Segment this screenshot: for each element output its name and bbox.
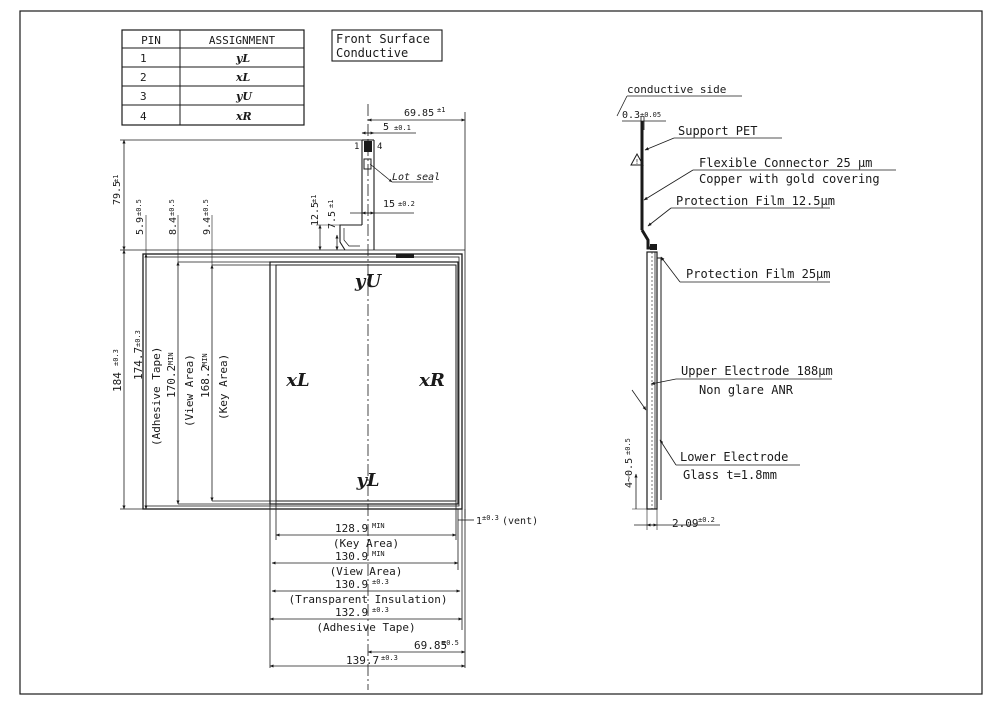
tail-pin-1: 1 bbox=[354, 142, 359, 152]
dim-tail-neck: 15 bbox=[383, 199, 395, 210]
dim-key-w: 128.9 bbox=[335, 522, 368, 535]
dim-height-total: 184 bbox=[111, 372, 124, 392]
dim-adhesive-w: 132.9 bbox=[335, 606, 368, 619]
edge-dim-tol: ±0.5 bbox=[624, 438, 632, 455]
tail-pin-4: 4 bbox=[377, 142, 382, 152]
panel-label-top: yU bbox=[354, 271, 382, 292]
front-view: yU xL xR yL RH-000 1 4 Lot seal 69.85 ±1… bbox=[111, 104, 538, 690]
dim-vent-tol: ±0.3 bbox=[482, 514, 499, 522]
panel-outer bbox=[142, 253, 463, 510]
view-area bbox=[269, 261, 459, 505]
table-assign-4: xR bbox=[235, 110, 252, 123]
upper-electrode-line-1: Upper Electrode 188μm bbox=[681, 364, 833, 378]
note-line-2: Conductive bbox=[336, 46, 408, 60]
key-area bbox=[275, 264, 457, 502]
dim-adhesive-h: 174.7 bbox=[132, 347, 145, 380]
dim-key-h: 168.2 bbox=[199, 365, 212, 398]
dim-tape-offset-tol: ±0.5 bbox=[135, 199, 143, 216]
dim-adhesive-h-caption: (Adhesive Tape) bbox=[150, 347, 163, 446]
glass-dim-tol: ±0.2 bbox=[698, 516, 715, 524]
dim-key-offset: 9.4 bbox=[202, 217, 213, 235]
support-pet-label: Support PET bbox=[678, 124, 757, 138]
conductive-side-label: conductive side bbox=[627, 83, 726, 96]
panel-label-left: xL bbox=[285, 370, 309, 391]
dim-tail-neck-tol: ±0.2 bbox=[398, 200, 415, 208]
dim-tail-offset: 69.85 bbox=[404, 108, 434, 119]
dim-tail-width-tol: ±0.1 bbox=[394, 124, 411, 132]
side-view: conductive side 0.3 ±0.05 ! Support PET … bbox=[616, 83, 896, 530]
dim-height-total-tol: ±0.3 bbox=[112, 349, 120, 366]
panel-label-right: xR bbox=[418, 370, 445, 391]
table-header-pin: PIN bbox=[141, 34, 161, 47]
lower-electrode-line-1: Lower Electrode bbox=[680, 450, 788, 464]
table-pin-1: 1 bbox=[140, 52, 147, 65]
dim-view-w-caption: (View Area) bbox=[330, 565, 403, 578]
lot-seal-label: Lot seal bbox=[392, 172, 440, 183]
dim-half-w: 69.85 bbox=[414, 639, 447, 652]
edge-dim: 4~0.5 bbox=[624, 458, 635, 488]
dim-key-w-tol: MIN bbox=[372, 522, 385, 530]
warning-icon bbox=[630, 152, 644, 166]
pet-thickness-tol: ±0.05 bbox=[640, 111, 661, 119]
dim-vent-suffix: (vent) bbox=[502, 516, 538, 527]
dim-half-w-tol: ±0.5 bbox=[442, 639, 459, 647]
table-assign-3: yU bbox=[235, 90, 253, 103]
dim-tail-length-tol: ±1 bbox=[112, 175, 120, 183]
warning-icon-mark: ! bbox=[635, 158, 639, 166]
dim-total-w-tol: ±0.3 bbox=[381, 654, 398, 662]
dim-key-w-caption: (Key Area) bbox=[333, 537, 399, 550]
dim-tail-7-5-tol: ±1 bbox=[327, 200, 335, 208]
dim-vent: 1 bbox=[476, 516, 482, 527]
protection-film-2-label: Protection Film 25μm bbox=[686, 267, 831, 281]
dim-key-h-tol: MIN bbox=[201, 353, 209, 366]
table-assign-1: yL bbox=[235, 52, 250, 65]
flex-connector-line-1: Flexible Connector 25 μm bbox=[699, 156, 872, 170]
dim-trans-w-caption: (Transparent Insulation) bbox=[289, 593, 448, 606]
lower-electrode-line-2: Glass t=1.8mm bbox=[683, 468, 777, 482]
dim-trans-w: 130.9 bbox=[335, 578, 368, 591]
dim-view-w-tol: MIN bbox=[372, 550, 385, 558]
dim-view-offset: 8.4 bbox=[168, 217, 179, 235]
dim-trans-w-tol: ±0.3 bbox=[372, 578, 389, 586]
note-box: Front Surface Conductive bbox=[331, 29, 443, 62]
pin-table: PIN ASSIGNMENT 1 yL 2 xL 3 yU 4 xR bbox=[121, 29, 305, 126]
flex-connector-line-2: Copper with gold covering bbox=[699, 172, 880, 186]
pet-thickness: 0.3 bbox=[622, 110, 640, 121]
dim-tape-offset: 5.9 bbox=[135, 217, 146, 235]
dim-tail-width: 5 bbox=[383, 122, 389, 133]
table-pin-2: 2 bbox=[140, 71, 147, 84]
dim-view-h: 170.2 bbox=[165, 365, 178, 398]
drawing-frame bbox=[19, 10, 983, 695]
table-pin-4: 4 bbox=[140, 110, 147, 123]
table-assign-2: xL bbox=[235, 71, 251, 84]
dim-adhesive-w-caption: (Adhesive Tape) bbox=[316, 621, 415, 634]
panel-label-bottom: yL bbox=[355, 470, 379, 491]
dim-view-offset-tol: ±0.5 bbox=[168, 199, 176, 216]
dim-tail-length: 79.5 bbox=[112, 181, 123, 205]
dim-view-w: 130.9 bbox=[335, 550, 368, 563]
dim-tail-7-5: 7.5 bbox=[327, 211, 338, 229]
dim-adhesive-h-tol: ±0.3 bbox=[134, 330, 142, 347]
dim-view-h-tol: MIN bbox=[167, 352, 175, 365]
protection-film-1-label: Protection Film 12.5μm bbox=[676, 194, 835, 208]
dim-tail-12-5: 12.5 bbox=[310, 202, 321, 226]
glass-dim: 2.09 bbox=[672, 517, 699, 530]
dim-key-offset-tol: ±0.5 bbox=[202, 199, 210, 216]
dim-key-h-caption: (Key Area) bbox=[217, 354, 230, 420]
dim-tail-12-5-tol: ±1 bbox=[310, 195, 318, 203]
dim-view-h-caption: (View Area) bbox=[183, 354, 196, 427]
dim-tail-offset-tol: ±1 bbox=[437, 106, 445, 114]
flex-tail: 1 4 Lot seal bbox=[339, 139, 440, 251]
dim-adhesive-w-tol: ±0.3 bbox=[372, 606, 389, 614]
table-pin-3: 3 bbox=[140, 90, 147, 103]
tiny-mark: RH-000 bbox=[400, 255, 411, 259]
table-header-assignment: ASSIGNMENT bbox=[209, 34, 276, 47]
dim-total-w: 139.7 bbox=[346, 654, 379, 667]
note-line-1: Front Surface bbox=[336, 32, 430, 46]
upper-electrode-line-2: Non glare ANR bbox=[699, 383, 794, 397]
